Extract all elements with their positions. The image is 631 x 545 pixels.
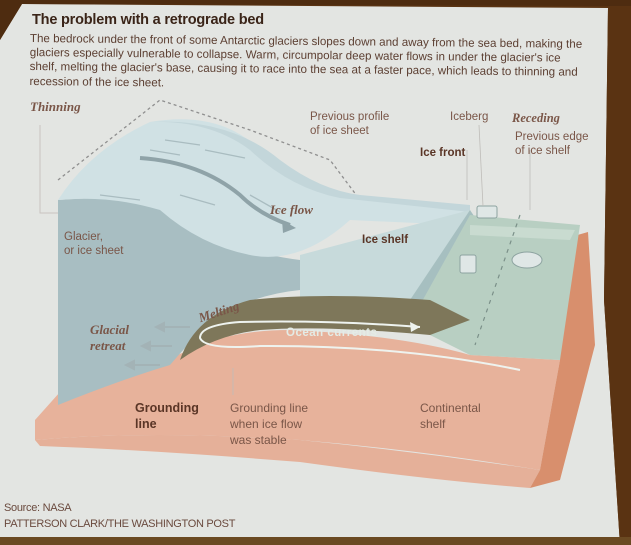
figure-title: The problem with a retrograde bed — [32, 12, 264, 28]
label-ice-flow: Ice flow — [270, 202, 313, 217]
iceberg-1 — [476, 205, 498, 219]
label-ice-front: Ice front — [420, 147, 466, 159]
ice-flow-arrow — [139, 156, 291, 227]
leader-lines — [232, 124, 531, 395]
label-previous-edge: Previous edge of ice shelf — [515, 131, 589, 157]
thinning-bracket — [39, 125, 60, 214]
credits: Source: NASA PATTERSON CLARK/THE WASHING… — [4, 500, 235, 532]
label-grounding-line: Grounding line — [135, 401, 199, 431]
source-credit: Source: NASA — [4, 502, 72, 514]
bedrock-side — [530, 232, 595, 488]
ocean-currents-arrow — [198, 320, 521, 371]
glacial-retreat-arrows — [123, 321, 190, 371]
label-glacial-retreat: Glacial retreat — [90, 322, 129, 353]
iceberg-2 — [459, 254, 477, 274]
label-iceberg: Iceberg — [450, 111, 489, 123]
ice-flow-streaks — [99, 139, 281, 213]
label-ice-shelf: Ice shelf — [362, 234, 409, 246]
author-credit: PATTERSON CLARK/THE WASHINGTON POST — [4, 518, 236, 530]
figure-intro: The bedrock under the front of some Anta… — [29, 32, 583, 90]
label-glacier: Glacier, or ice sheet — [64, 231, 124, 257]
label-continental-shelf: Continental shelf — [420, 401, 481, 431]
label-previous-profile: Previous profile of ice sheet — [310, 111, 390, 137]
iceberg-3 — [511, 251, 543, 269]
label-thinning: Thinning — [30, 99, 81, 114]
label-receding: Receding — [512, 111, 560, 125]
label-ocean-currents: Ocean currents — [286, 327, 378, 339]
melting-zone — [180, 296, 470, 360]
label-grounding-line-stable: Grounding line when ice flow was stable — [230, 401, 309, 447]
glacier-top — [58, 119, 470, 257]
